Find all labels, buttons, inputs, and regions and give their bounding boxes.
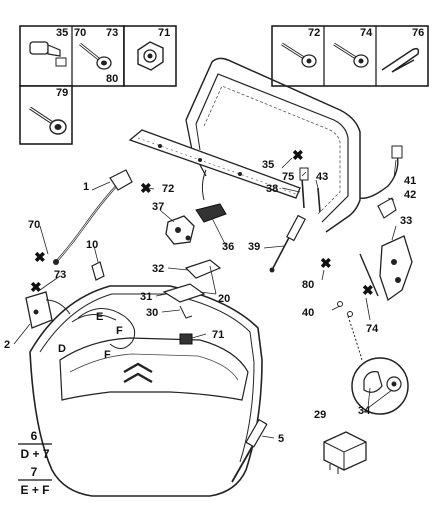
callout-2: 2	[4, 339, 10, 351]
svg-text:✖: ✖	[30, 279, 42, 295]
plug-35-icon	[29, 41, 67, 67]
callout-80: 80	[302, 279, 314, 291]
callout-F-1: F	[116, 325, 123, 337]
spoiler-strip	[128, 129, 301, 199]
label-72: 72	[308, 27, 320, 39]
handle-31	[162, 283, 206, 319]
callout-42: 42	[404, 189, 416, 201]
screw-72-icon	[281, 42, 317, 68]
window-frame	[185, 57, 361, 233]
screw-73-icon	[79, 42, 112, 70]
callout-36: 36	[222, 241, 234, 253]
callout-75: 75	[282, 171, 294, 183]
leader-lines	[13, 157, 397, 439]
callout-F-2: F	[104, 349, 111, 361]
bump-stop-10	[91, 261, 105, 281]
handle-32	[184, 259, 222, 279]
svg-text:✖: ✖	[320, 255, 332, 271]
callout-43: 43	[316, 171, 328, 183]
svg-text:✖: ✖	[362, 282, 374, 298]
callout-1: 1	[83, 181, 89, 193]
callout-33: 33	[400, 215, 412, 227]
fraction-notes: 6 D + 7 7 E + F	[18, 429, 52, 497]
fasteners-40	[337, 301, 353, 317]
rod-43	[317, 187, 321, 213]
callout-labels: 1 72 70 10 73 37 36 35 75 43 38 41 42 39…	[4, 159, 416, 445]
label-79: 79	[56, 87, 68, 99]
emblem-icon	[123, 362, 153, 384]
callout-34: 34	[358, 405, 371, 417]
callout-29: 29	[314, 409, 326, 421]
label-71: 71	[158, 27, 170, 39]
callout-74: 74	[366, 323, 379, 335]
nut-71-icon	[137, 41, 164, 71]
inset-box-top-right: 72 74 76	[271, 25, 429, 87]
callout-38: 38	[266, 183, 278, 195]
callout-39: 39	[248, 241, 260, 253]
cross-markers: ✖ ✖ ✖ ✖ ✖ ✖	[30, 147, 374, 298]
label-35: 35	[56, 27, 68, 39]
screw-79-icon	[29, 106, 67, 135]
label-80: 80	[106, 73, 118, 85]
detail-circle-34	[347, 315, 409, 415]
hinge-33	[359, 235, 413, 302]
callout-41: 41	[404, 175, 416, 187]
lock-module-2	[25, 291, 71, 329]
label-76: 76	[412, 27, 424, 39]
callout-37: 37	[152, 201, 164, 213]
fraction-1-denominator: D + 7	[20, 447, 49, 461]
wiring-harness	[359, 145, 403, 219]
release-cable	[53, 169, 133, 265]
callout-70: 70	[28, 219, 40, 231]
callout-10: 10	[86, 239, 98, 251]
svg-text:✖: ✖	[292, 147, 304, 163]
callout-32: 32	[152, 263, 164, 275]
fraction-2-denominator: E + F	[20, 483, 49, 497]
svg-text:✖: ✖	[140, 180, 152, 196]
callout-5: 5	[278, 433, 284, 445]
gas-strut-39	[269, 214, 306, 273]
label-73: 73	[106, 27, 118, 39]
third-brake-lamp-36	[195, 169, 227, 223]
relay-29	[323, 431, 367, 474]
callout-30: 30	[146, 307, 158, 319]
inset-box-top-left: 35 70 73 71 80 79	[19, 25, 177, 145]
callout-71: 71	[212, 329, 224, 341]
callout-72: 72	[162, 183, 174, 195]
latch-37	[165, 215, 195, 245]
label-74: 74	[360, 27, 373, 39]
callout-E: E	[96, 311, 103, 323]
callout-31: 31	[140, 291, 152, 303]
callout-D: D	[58, 343, 66, 355]
svg-text:✖: ✖	[34, 249, 46, 265]
label-70: 70	[74, 27, 86, 39]
clip-76-icon	[381, 47, 420, 73]
fraction-2-numerator: 7	[31, 465, 38, 479]
fraction-1-numerator: 6	[31, 429, 38, 443]
callout-40: 40	[302, 307, 314, 319]
callout-73: 73	[54, 269, 66, 281]
switch-71	[179, 333, 193, 345]
gas-strut-5	[231, 418, 268, 483]
callout-35: 35	[262, 159, 274, 171]
tailgate-panel	[29, 285, 263, 497]
callout-20: 20	[218, 293, 230, 305]
screw-74-icon	[333, 42, 369, 68]
